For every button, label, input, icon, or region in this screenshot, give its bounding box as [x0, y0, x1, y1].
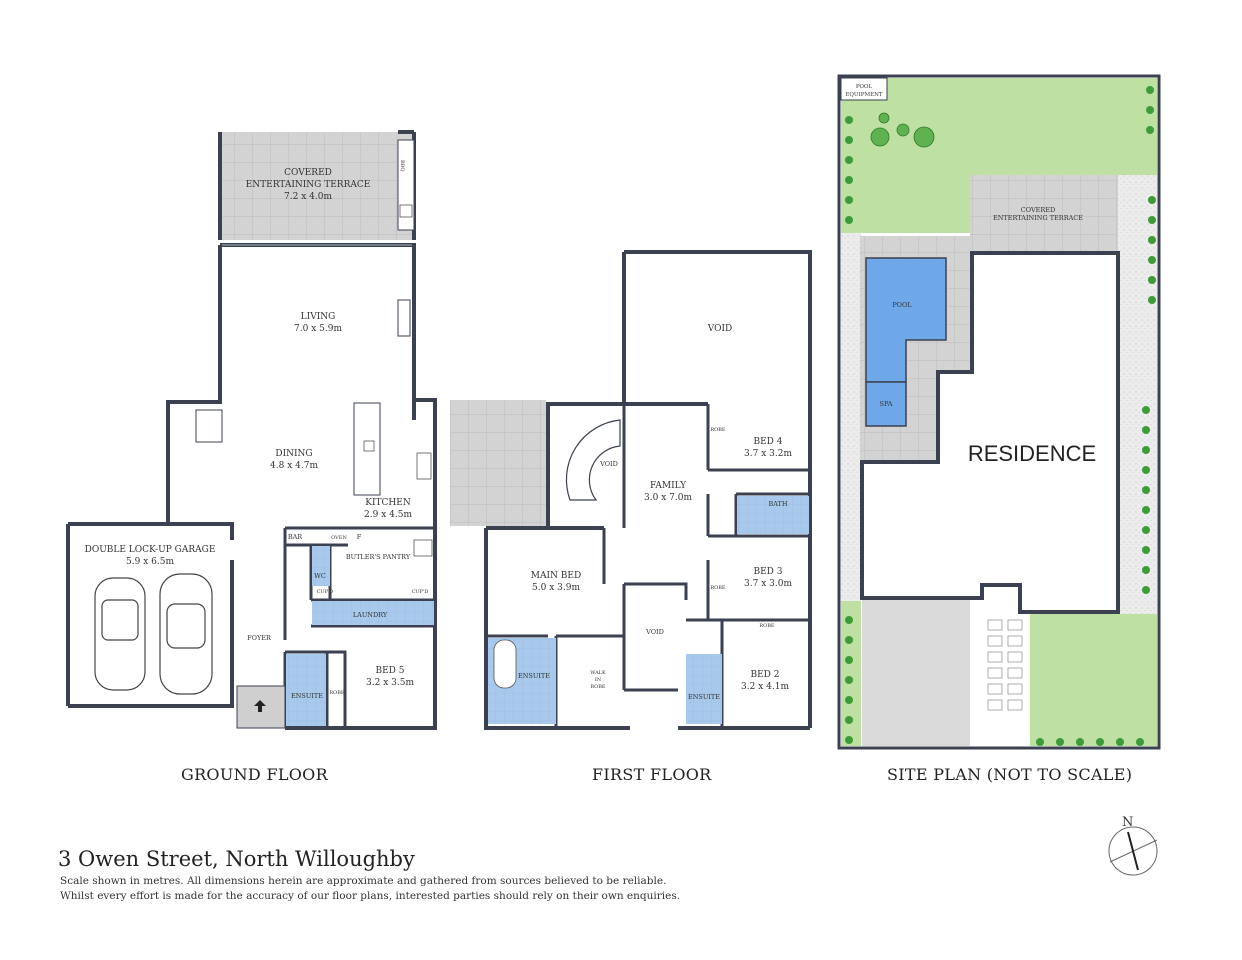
gf-butlers-pantry-label: BUTLER'S PANTRY	[346, 553, 411, 561]
ff-main-bed-label: MAIN BED	[531, 571, 581, 581]
site-front-garden	[841, 601, 861, 746]
gf-entry-arrow-icon	[254, 700, 266, 712]
ff-robe-bed3: ROBE	[710, 585, 726, 591]
ff-bed2-label: BED 2	[751, 670, 780, 680]
ff-bed3-dim: 3.7 x 3.0m	[744, 579, 792, 589]
ff-bed4-dim: 3.7 x 3.2m	[744, 449, 792, 459]
gf-covered-terrace	[220, 132, 414, 240]
gf-garage-walls	[66, 520, 234, 708]
site-stepping-stones	[987, 619, 1023, 711]
ff-wir-label-1: WALK	[590, 670, 606, 676]
site-gravel-left	[841, 233, 861, 601]
gf-terrace-label: COVERED	[284, 168, 332, 178]
site-pool-equipment	[840, 77, 888, 101]
site-pool-label: POOL	[892, 301, 912, 309]
site-terrace-label-2: ENTERTAINING TERRACE	[993, 214, 1083, 222]
gf-laundry-label: LAUNDRY	[353, 611, 388, 619]
ff-void-label: VOID	[707, 324, 733, 334]
site-terrace-label-1: COVERED	[1021, 206, 1055, 214]
ff-balcony-tiles	[450, 400, 546, 526]
gf-foyer-label: FOYER	[247, 634, 272, 642]
gf-robe-label: ROBE	[329, 690, 345, 696]
ff-wir-label-3: ROBE	[590, 684, 606, 690]
gf-ensuite-label: ENSUITE	[291, 692, 323, 700]
ff-bed3-label: BED 3	[754, 567, 783, 577]
ff-spiral-stair	[565, 419, 621, 501]
gf-cupd-label-2: CUP'D	[412, 589, 429, 595]
site-residence-label: RESIDENCE	[968, 441, 1096, 466]
ff-family-dim: 3.0 x 7.0m	[644, 493, 692, 503]
ff-robe-bed4: ROBE	[710, 427, 726, 433]
gf-garage-dim: 5.9 x 6.5m	[126, 557, 174, 567]
gf-dining-dim: 4.8 x 4.7m	[270, 461, 318, 471]
gf-living-label: LIVING	[301, 312, 336, 322]
site-plan	[837, 74, 1161, 750]
ff-robe-bed2: ROBE	[759, 623, 775, 629]
site-driveway	[862, 600, 970, 746]
property-title: 3 Owen Street, North Willoughby	[58, 847, 415, 871]
site-pool-equip-label-2: EQUIPMENT	[845, 92, 882, 98]
gf-kitchen-island	[353, 402, 381, 496]
ground-floor-caption: GROUND FLOOR	[181, 765, 328, 784]
site-spa	[865, 381, 907, 427]
ff-void-stair-label: VOID	[599, 460, 618, 468]
first-floor-caption: FIRST FLOOR	[592, 765, 712, 784]
gf-terrace-dim: 7.2 x 4.0m	[284, 192, 332, 202]
gf-wc-label: WC	[314, 572, 326, 580]
ff-main-bed-dim: 5.0 x 3.9m	[532, 583, 580, 593]
ff-main-ensuite-label: ENSUITE	[518, 672, 550, 680]
ff-wir-label-2: IN	[595, 677, 602, 683]
gf-bed5-label: BED 5	[376, 666, 405, 676]
gf-oven-label: OVEN	[331, 535, 347, 541]
gf-dining-label: DINING	[275, 449, 312, 459]
gf-garage-label: DOUBLE LOCK-UP GARAGE	[85, 545, 216, 555]
gf-kitchen-label: KITCHEN	[365, 498, 411, 508]
site-spa-label: SPA	[880, 400, 893, 408]
site-terrace	[970, 175, 1120, 253]
site-gravel-right	[1118, 175, 1157, 643]
site-hedges	[845, 86, 1156, 746]
site-pool-equip-label-1: POOL	[856, 84, 873, 90]
disclaimer-line-1: Scale shown in metres. All dimensions he…	[60, 875, 667, 887]
ff-bed4-label: BED 4	[754, 437, 783, 447]
gf-service-walls	[283, 526, 435, 640]
gf-cooktop	[416, 452, 432, 480]
gf-living-dim: 7.0 x 5.9m	[294, 324, 342, 334]
gf-cars	[94, 573, 213, 695]
ground-floor-plan	[66, 130, 437, 730]
ff-bath-wet	[737, 496, 809, 534]
site-plan-caption: SITE PLAN (NOT TO SCALE)	[887, 765, 1133, 784]
site-front-lawn	[1030, 614, 1157, 746]
gf-stair	[195, 409, 223, 443]
ff-bed2-dim: 3.2 x 4.1m	[741, 682, 789, 692]
gf-ensuite-wet	[286, 654, 326, 726]
first-floor-plan	[450, 250, 812, 730]
ff-outer-walls	[484, 250, 812, 730]
ff-void-small-label: VOID	[645, 628, 664, 636]
compass-north-label: N	[1122, 815, 1133, 830]
gf-kitchen-dim: 2.9 x 4.5m	[364, 510, 412, 520]
gf-fireplace	[397, 299, 411, 337]
compass-icon: N	[1108, 815, 1158, 876]
ff-bed2-ensuite-wet	[686, 654, 722, 724]
gf-fridge-label: F	[357, 533, 362, 541]
gf-bar-label: BAR	[288, 533, 303, 541]
ff-family-label: FAMILY	[650, 481, 687, 491]
gf-bed5-dim: 3.2 x 3.5m	[366, 678, 414, 688]
disclaimer-line-2: Whilst every effort is made for the accu…	[60, 890, 681, 902]
ff-bed2-ensuite-label: ENSUITE	[688, 693, 720, 701]
ff-bathtub	[493, 639, 517, 689]
site-trees	[870, 112, 935, 148]
gf-bbq-label: BBQ	[399, 160, 405, 171]
site-residence	[860, 251, 1120, 614]
gf-laundry-wet	[312, 601, 434, 625]
ff-bath-label: BATH	[768, 500, 787, 508]
gf-cupd-label: CUP'D	[317, 589, 334, 595]
gf-terrace-label-2: ENTERTAINING TERRACE	[246, 180, 371, 190]
gf-wc-wet	[312, 546, 330, 586]
